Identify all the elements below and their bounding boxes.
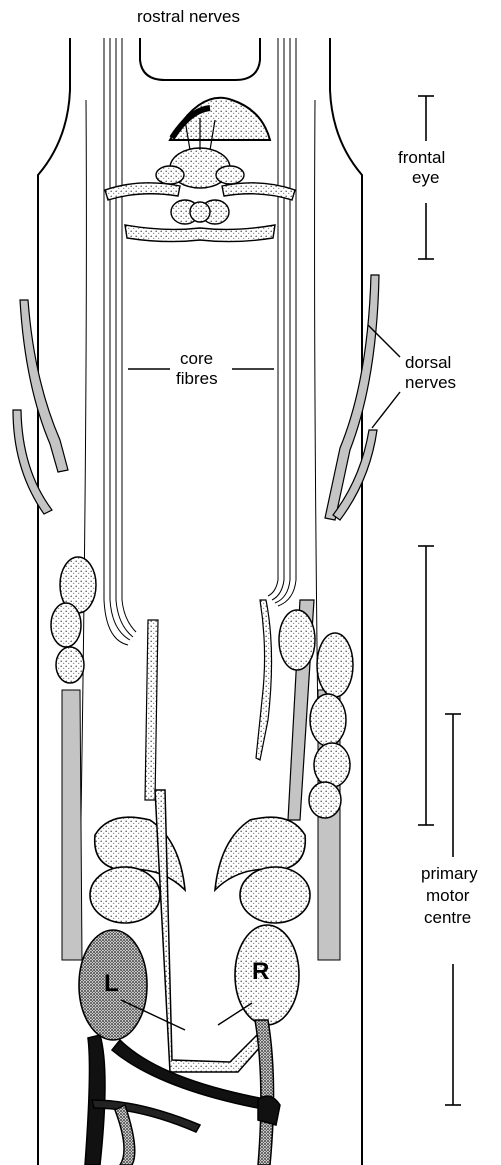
motor-centre [79,817,310,1040]
core-fibres-label-line2: fibres [176,369,218,389]
core-fibres-label-line1: core [180,349,213,369]
medial-strands [145,600,272,800]
primary-motor-centre-label-line1: primary [421,864,478,884]
scale-brackets [418,96,461,1105]
frontal-eye [105,98,295,242]
right-label: R [252,962,269,982]
frontal-eye-label-line2: eye [412,168,439,188]
left-label: L [104,974,119,994]
dorsal-nerves-label-line2: nerves [405,373,456,393]
dorsal-nerves-label-line1: dorsal [405,353,451,373]
frontal-eye-label-line1: frontal [398,148,445,168]
rostral-nerves-label: rostral nerves [137,7,240,27]
primary-motor-centre-label-line2: motor [426,886,469,906]
primary-motor-centre-label-line3: centre [424,908,471,928]
left-nerve-cluster [51,557,96,683]
